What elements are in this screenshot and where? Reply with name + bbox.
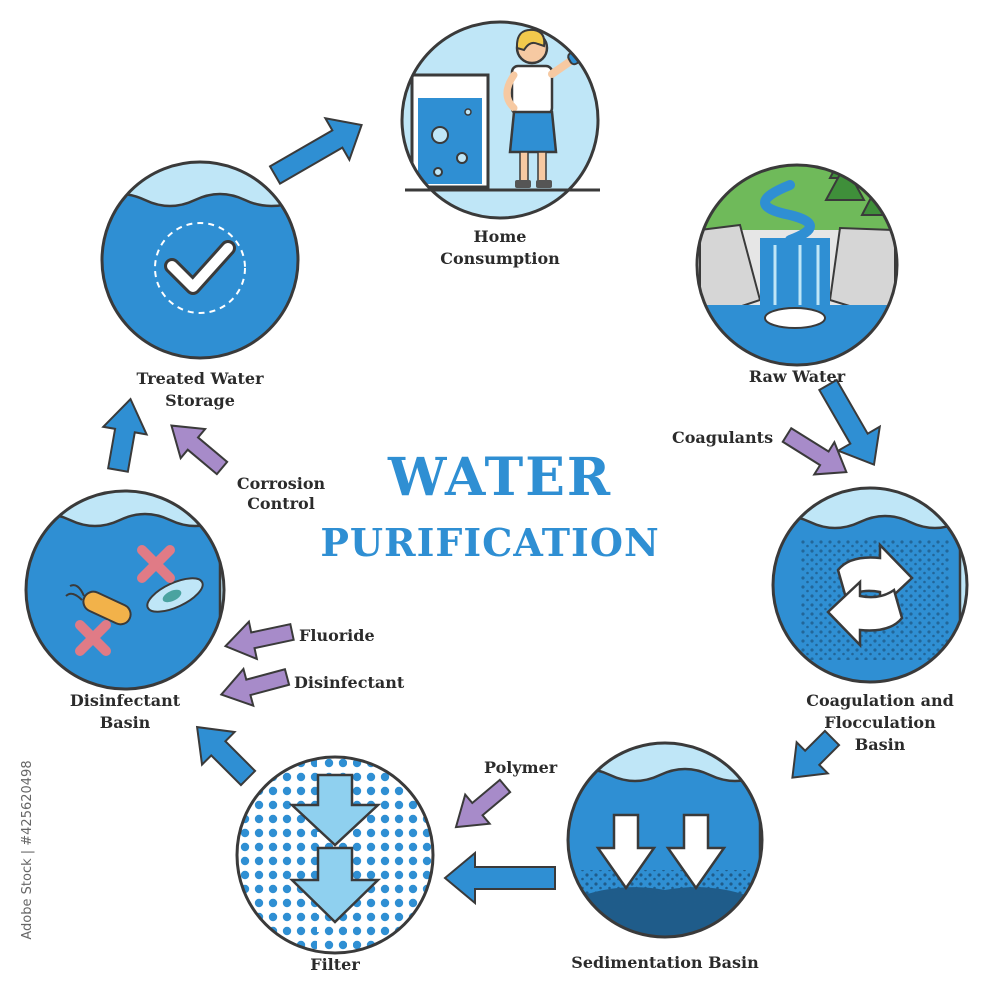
label-polymer: Polymer [484, 758, 558, 777]
raw-water-icon [695, 163, 899, 367]
label-treated-water-storage: Treated Water Storage [136, 369, 264, 410]
flow-arrow-sed-to-filter [443, 850, 556, 906]
label-coagulation-basin: Coagulation and Flocculation Basin [806, 691, 954, 754]
title-water: WATER [387, 447, 613, 508]
home-consumption-icon [400, 20, 600, 220]
additive-arrow-corrosion [170, 424, 229, 476]
label-sedimentation-basin: Sedimentation Basin [571, 953, 759, 972]
coagulation-basin-icon [771, 486, 969, 684]
flow-arrow-disinf-to-storage [101, 397, 149, 473]
label-filter: Filter [310, 955, 360, 974]
disinfectant-basin-icon [24, 489, 226, 691]
label-disinfectant-basin: Disinfectant Basin [69, 691, 181, 732]
label-coagulants: Coagulants [672, 428, 774, 447]
treated-water-storage-icon [100, 160, 300, 360]
flow-arrow-filter-to-disinf [195, 725, 257, 787]
title-purification: PURIFICATION [320, 520, 660, 565]
flow-arrow-storage-to-home [268, 116, 363, 186]
label-fluoride: Fluoride [299, 626, 375, 645]
additive-arrow-coagulants [781, 426, 848, 476]
label-disinfectant: Disinfectant [294, 673, 405, 692]
filter-icon [235, 755, 435, 955]
sedimentation-basin-icon [566, 741, 764, 939]
flow-arrow-raw-to-coag [817, 378, 882, 467]
additive-arrow-disinfectant [219, 666, 291, 708]
additive-arrow-fluoride [223, 619, 295, 661]
label-raw-water: Raw Water [748, 367, 846, 386]
additive-arrow-polymer [454, 778, 512, 829]
label-home-consumption: Home Consumption [440, 227, 560, 268]
flow-arrow-coag-to-sed [791, 729, 841, 779]
label-corrosion-control: Corrosion Control [236, 474, 326, 513]
stock-watermark-text: Adobe Stock | #425620498 [20, 760, 35, 940]
